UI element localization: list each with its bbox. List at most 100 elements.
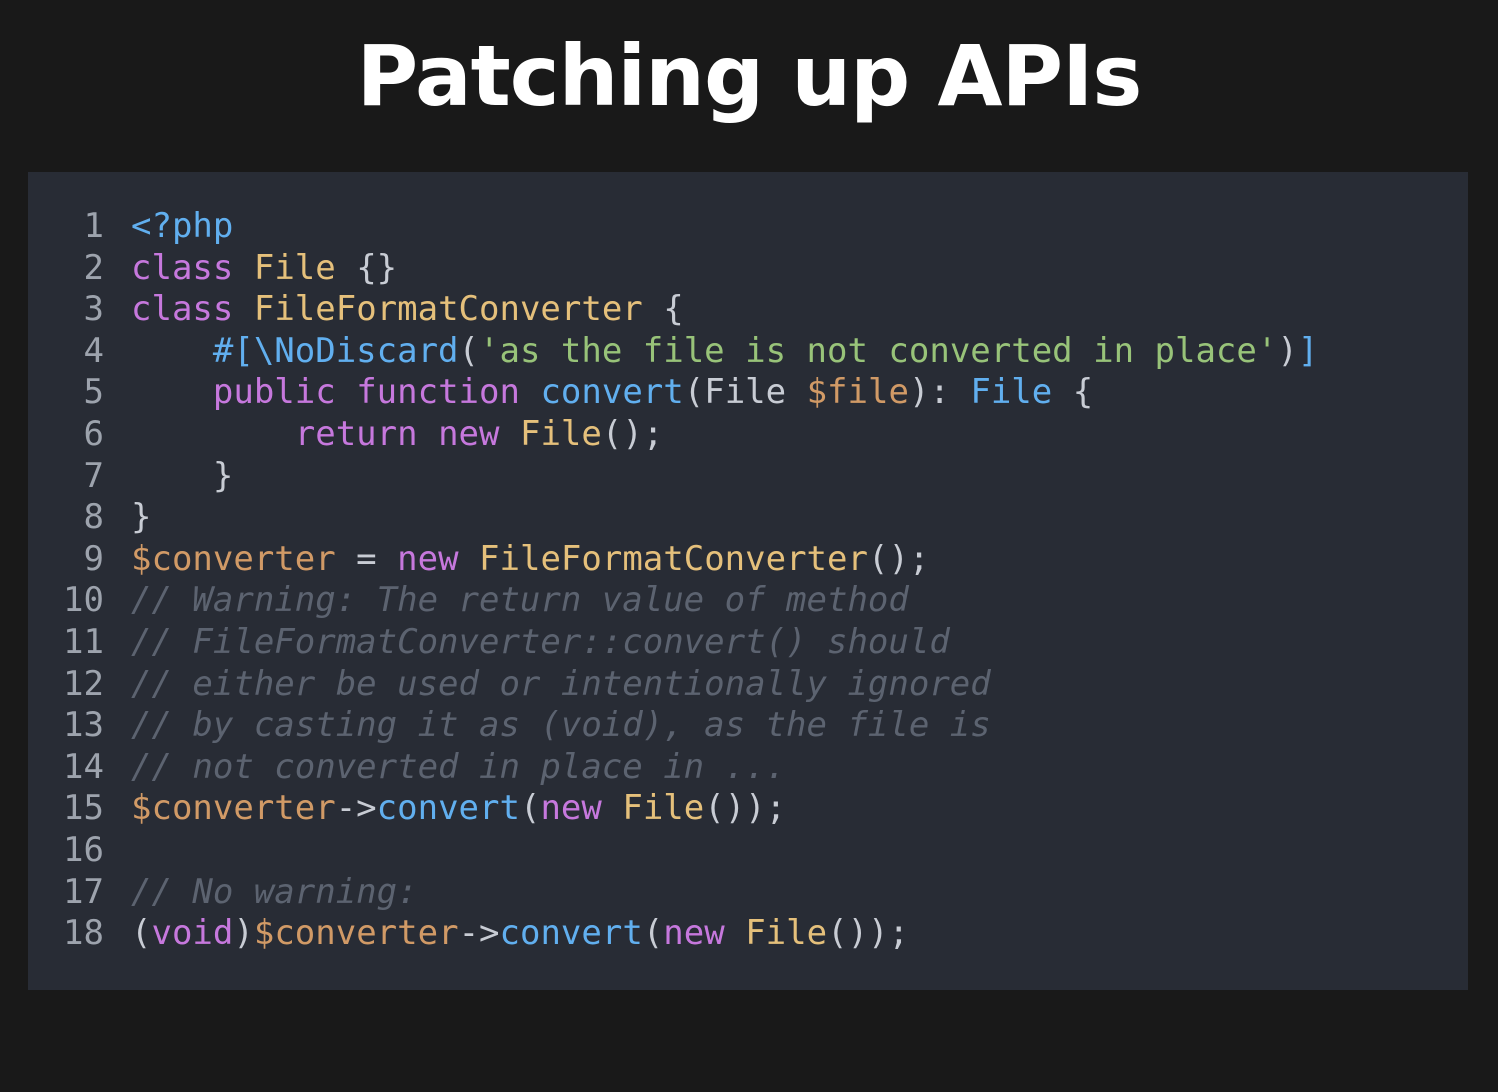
code-token: (); — [867, 538, 930, 579]
code-token — [520, 372, 540, 412]
code-token: new — [397, 538, 459, 579]
code-line: 17// No warning: — [0, 872, 1440, 914]
code-line: 10 // Warning: The return value of method — [0, 580, 1440, 622]
code-token: -> — [458, 913, 500, 954]
code-token: File — [745, 913, 828, 954]
code-token: return — [294, 413, 418, 454]
line-number: 14 — [63, 746, 104, 787]
line-number: 6 — [83, 413, 104, 454]
code-line: 5 public function convert(File $file): F… — [0, 372, 1440, 414]
code-token: File — [253, 247, 336, 288]
code-token: File — [970, 372, 1053, 413]
code-token: convert — [540, 372, 684, 413]
code-line: 9 $converter = new FileFormatConverter(); — [0, 539, 1440, 581]
code-token: -> — [335, 788, 377, 829]
code-token — [131, 414, 295, 454]
code-token — [725, 913, 745, 953]
code-token: = — [335, 538, 398, 579]
code-token: // by casting it as (void), as the file … — [131, 705, 991, 746]
line-number: 3 — [83, 289, 104, 330]
code-token — [459, 539, 479, 579]
line-number: 15 — [63, 788, 104, 829]
code-token: function — [356, 372, 520, 413]
code-token — [336, 372, 356, 412]
code-token: FileFormatConverter — [253, 289, 643, 330]
code-token — [418, 414, 438, 454]
code-line: 3 class FileFormatConverter { — [0, 289, 1440, 331]
code-token: ) — [233, 913, 254, 954]
code-token: convert — [499, 913, 643, 954]
code-line: 1 <?php — [0, 206, 1440, 248]
code-token: ) — [1277, 330, 1298, 371]
code-text: return new File(); — [131, 413, 664, 456]
code-token: public — [212, 372, 336, 413]
code-line: 11 // FileFormatConverter::convert() shou… — [0, 622, 1440, 664]
line-number: 7 — [83, 455, 104, 496]
code-line: 15 $converter->convert(new File()); — [0, 788, 1440, 830]
line-number: 4 — [83, 330, 104, 371]
code-token: $converter — [131, 788, 336, 829]
line-number: 2 — [83, 247, 104, 288]
code-line: 16 — [0, 830, 1440, 872]
code-token: $converter — [131, 538, 336, 579]
code-token: #[\NoDiscard — [212, 330, 459, 371]
line-number: 9 — [83, 538, 104, 579]
code-text: // by casting it as (void), as the file … — [131, 705, 991, 747]
code-token: 'as the file is not converted in place' — [479, 330, 1278, 371]
line-number: 5 — [83, 372, 104, 413]
code-token — [602, 788, 622, 828]
code-line: 13// by casting it as (void), as the fil… — [0, 705, 1440, 747]
code-text: } — [131, 456, 233, 498]
code-token: FileFormatConverter — [479, 538, 868, 579]
code-token: ()); — [827, 913, 909, 954]
code-token — [233, 289, 253, 329]
code-line: 14 // not converted in place in ... — [0, 747, 1440, 789]
code-token: // Warning: The return value of method — [131, 580, 909, 621]
line-number: 16 — [63, 829, 104, 870]
code-line: 12 // either be used or intentionally ign… — [0, 664, 1440, 706]
code-token: ( — [131, 913, 152, 954]
code-token: ( — [519, 788, 541, 829]
code-token: File — [519, 413, 602, 454]
code-token: void — [151, 913, 234, 954]
code-token — [131, 372, 213, 412]
code-token: } — [131, 497, 152, 538]
code-token: $converter — [253, 913, 459, 954]
line-number: 1 — [83, 206, 104, 246]
code-token: {} — [335, 247, 398, 288]
code-line: 8} — [0, 497, 1440, 539]
code-token: { — [1052, 372, 1094, 413]
line-number: 18 — [63, 913, 104, 954]
code-text: // either be used or intentionally ignor… — [131, 664, 991, 706]
code-token: ( — [642, 913, 664, 954]
code-text: // FileFormatConverter::convert() should — [131, 622, 950, 664]
code-token: $file — [806, 372, 909, 413]
code-token: ] — [1297, 330, 1319, 371]
code-token — [500, 414, 520, 454]
code-token — [131, 331, 213, 371]
code-token: // FileFormatConverter::convert() should — [131, 621, 950, 662]
code-text: // No warning: — [131, 872, 418, 914]
code-line: 4 #[\NoDiscard('as the file is not conve… — [0, 331, 1440, 373]
code-text: // not converted in place in ... — [131, 747, 786, 789]
code-token: File — [622, 788, 705, 829]
line-number: 12 — [63, 663, 104, 704]
code-line: 6 return new File(); — [0, 414, 1440, 456]
code-token: { — [642, 289, 684, 330]
code-text: // Warning: The return value of method — [131, 580, 909, 622]
line-number: 11 — [63, 621, 104, 662]
code-token: ()); — [704, 788, 787, 829]
code-token: // No warning: — [131, 871, 418, 912]
code-token: new — [540, 788, 602, 829]
line-number: 10 — [63, 580, 104, 621]
code-token: } — [131, 455, 234, 496]
code-line: 7 } — [0, 456, 1440, 498]
code-token: ( — [458, 330, 480, 371]
code-text: class FileFormatConverter { — [131, 289, 684, 331]
code-token — [233, 248, 253, 288]
code-token: <?php — [131, 206, 234, 246]
code-token: convert — [376, 788, 520, 829]
